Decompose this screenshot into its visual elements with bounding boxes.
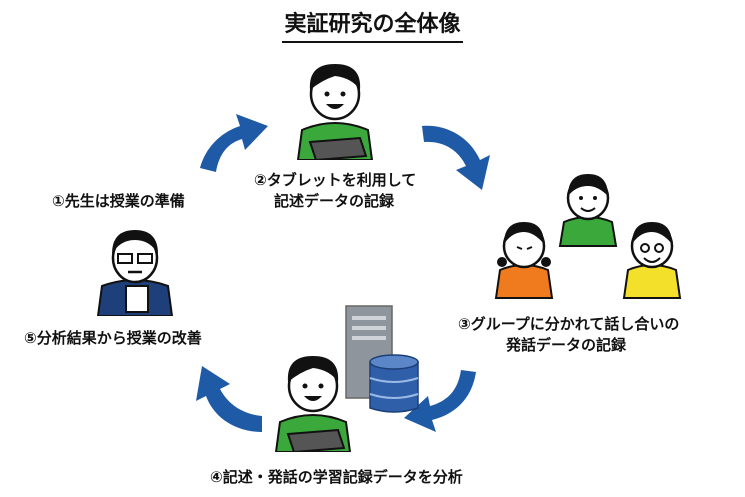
- arrow-step3-to-step4: [404, 370, 476, 432]
- diagram-title: 実証研究の全体像: [0, 6, 745, 43]
- arrow-step1-to-step2: [200, 114, 268, 172]
- step4-label: ④記述・発話の学習記録データを分析: [210, 468, 463, 486]
- step5-label: ⑤分析結果から授業の改善: [24, 329, 202, 347]
- student-analysis-icon: [274, 356, 352, 452]
- database-icon: [369, 354, 419, 413]
- student-tablet-icon: [296, 64, 374, 160]
- arrow-step4-to-step5: [196, 366, 262, 432]
- step3-label: ③グループに分かれて話し合いの 発話データの記録: [458, 315, 680, 354]
- teacher-icon: [96, 230, 174, 316]
- group-students-icon: [494, 174, 682, 299]
- step1-label: ①先生は授業の準備: [52, 192, 185, 210]
- arrow-step2-to-step3: [422, 125, 490, 190]
- server-icon: [345, 305, 393, 399]
- step2-label: ②タブレットを利用して 記述データの記録: [254, 171, 417, 210]
